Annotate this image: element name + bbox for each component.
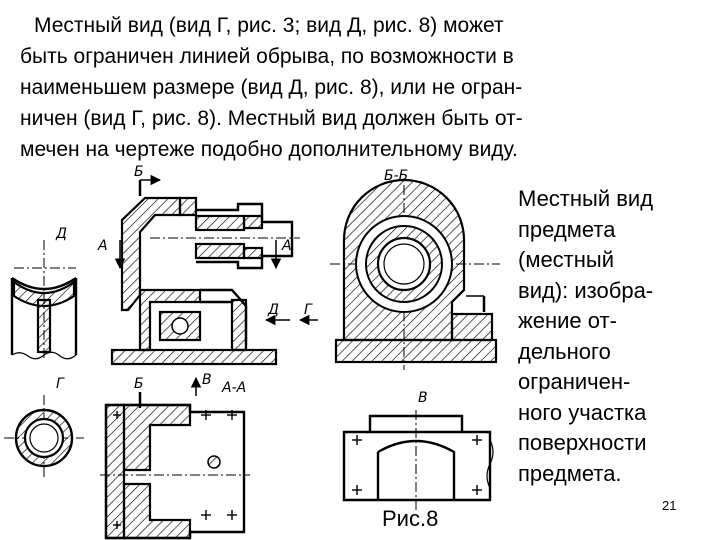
- label-view-d: Д: [55, 226, 67, 242]
- definition-line-9: поверхности: [518, 430, 647, 455]
- definition-line-5: жение от-: [518, 308, 617, 333]
- section-view-bb: [330, 178, 500, 370]
- label-a-right: A: [281, 238, 292, 254]
- paragraph-line-3: наименьшем размере (вид Д, рис. 8), или …: [20, 76, 523, 99]
- paragraph-line-1: Местный вид (вид Г, рис. 3; вид Д, рис. …: [34, 14, 504, 37]
- body-paragraph: Местный вид (вид Г, рис. 3; вид Д, рис. …: [20, 10, 700, 165]
- definition-line-8: ного участка: [518, 399, 647, 425]
- definition-line-6: дельного: [518, 338, 611, 364]
- label-b-bottom: Б: [134, 376, 144, 392]
- label-g-arrow: Г: [304, 302, 313, 318]
- definition-line-3: (местный: [518, 247, 615, 272]
- paragraph-line-2: быть ограничен линией обрыва, по возможн…: [20, 45, 514, 68]
- definition-line-10: предмета.: [518, 460, 622, 486]
- label-d-arrow: Д: [267, 302, 279, 318]
- label-section-aa: А-А: [221, 380, 246, 396]
- definition-line-4: вид): изобра-: [518, 277, 654, 303]
- definition-text: Местный вид предмета (местный вид): изоб…: [518, 184, 718, 489]
- label-a-left: A: [97, 238, 108, 254]
- paragraph-line-5: мечен на чертеже подобно дополнительному…: [20, 138, 518, 161]
- label-view-v: В: [418, 390, 428, 406]
- view-v: [342, 410, 494, 510]
- local-view-d: [10, 240, 78, 360]
- label-b-top: Б: [134, 164, 144, 180]
- figure-caption: Рис.8: [382, 506, 439, 531]
- local-view-g: [4, 395, 84, 480]
- paragraph-line-4: ничен (вид Г, рис. 8). Местный вид долже…: [20, 107, 523, 130]
- front-section-view: [110, 174, 318, 366]
- label-v-arrow: В: [202, 372, 212, 388]
- section-view-aa: [100, 376, 250, 540]
- definition-line-2: предмета: [518, 216, 616, 242]
- definition-line-1: Местный вид: [518, 186, 654, 211]
- definition-line-7: ограничен-: [518, 369, 631, 394]
- page-number: 21: [662, 498, 677, 513]
- label-view-g: Г: [56, 376, 65, 392]
- label-section-bb: Б-Б: [384, 168, 408, 184]
